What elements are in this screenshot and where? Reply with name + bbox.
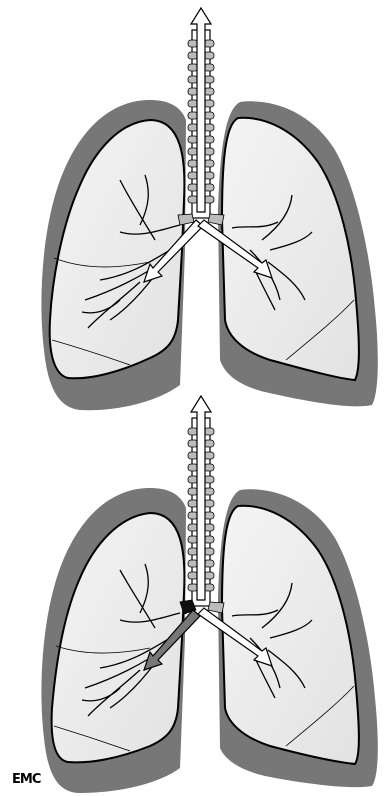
trachea [188, 396, 214, 606]
bottom-panel [41, 396, 377, 793]
emc-logo: EMC [12, 772, 40, 787]
top-panel [41, 8, 377, 410]
trachea [188, 8, 214, 218]
